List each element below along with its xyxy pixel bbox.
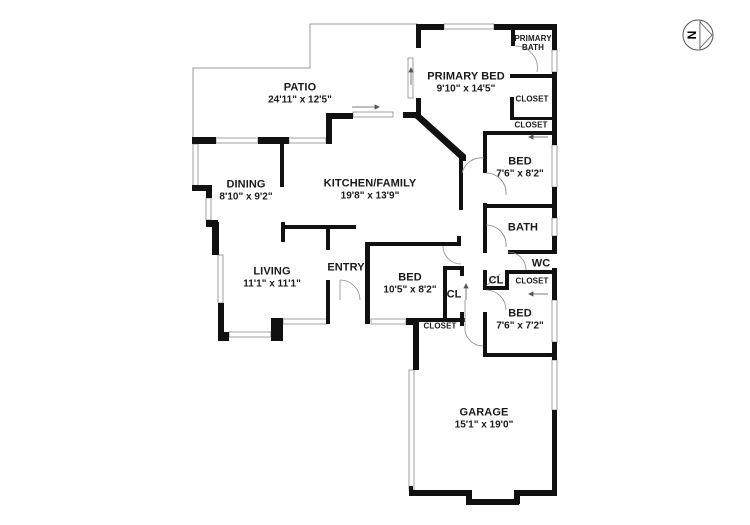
room-name: CL: [446, 288, 462, 301]
room-cl-bed1: CL: [447, 289, 462, 302]
room-name: BED: [398, 271, 422, 284]
room-dimensions: 9'10" x 14'5": [436, 83, 496, 95]
room-cl-hall: CL: [489, 275, 504, 288]
room-closet-bed3: CLOSET: [515, 277, 548, 286]
room-name: LIVING: [253, 265, 291, 278]
sliding-door-arrows: [352, 67, 548, 300]
room-dimensions: 7'6" x 7'2": [496, 320, 544, 332]
room-entry: ENTRY: [327, 262, 364, 275]
room-garage: GARAGE 15'1" x 19'0": [455, 407, 514, 432]
door-swings: [339, 45, 538, 347]
room-name: BATH: [507, 221, 539, 234]
room-primary-bed: PRIMARY BED 9'10" x 14'5": [427, 71, 505, 96]
room-name: PATIO: [283, 81, 317, 94]
room-primary-bath: PRIMARY BATH: [514, 34, 551, 52]
room-name: BED: [508, 155, 532, 168]
room-bed-1: BED 10'5" x 8'2": [383, 272, 436, 297]
room-name: DINING: [226, 178, 266, 191]
room-name: CLOSET: [515, 276, 549, 286]
room-wc: WC: [532, 258, 551, 271]
room-closet-primary-1: CLOSET: [515, 95, 548, 104]
room-kitchen-family: KITCHEN/FAMILY 19'8" x 13'9": [324, 178, 417, 203]
room-closet-primary-2: CLOSET: [514, 121, 547, 130]
room-name: CLOSET: [515, 94, 549, 104]
windows: [192, 23, 558, 491]
room-patio: PATIO 24'11" x 12'5": [268, 82, 332, 107]
room-name: CLOSET: [423, 321, 457, 331]
room-name-line-2: BATH: [521, 43, 545, 52]
room-dimensions: 11'1" x 11'1": [243, 278, 301, 290]
room-dimensions: 15'1" x 19'0": [454, 419, 514, 431]
compass-label: N: [685, 31, 699, 40]
patio-outline: [192, 23, 418, 139]
room-dimensions: 24'11" x 12'5": [268, 94, 332, 106]
room-name: KITCHEN/FAMILY: [323, 177, 417, 190]
room-name: PRIMARY: [514, 34, 552, 43]
room-dining: DINING 8'10" x 9'2": [219, 179, 272, 204]
room-name: ENTRY: [327, 261, 365, 274]
room-name: CLOSET: [514, 120, 548, 130]
room-name: WC: [531, 257, 551, 270]
room-closet-bed1: CLOSET: [423, 322, 456, 331]
room-name: CL: [488, 274, 504, 287]
room-name: BED: [508, 307, 532, 320]
room-bed-2: BED 7'6" x 8'2": [496, 156, 544, 181]
north-arrow-icon: N: [681, 18, 715, 52]
room-bed-3: BED 7'6" x 7'2": [496, 308, 544, 333]
room-name: GARAGE: [459, 406, 509, 419]
room-dimensions: 7'6" x 8'2": [496, 168, 544, 180]
room-bath: BATH: [508, 222, 538, 235]
room-living: LIVING 11'1" x 11'1": [243, 266, 301, 291]
walls: [192, 24, 557, 505]
room-name: PRIMARY BED: [427, 70, 505, 83]
room-dimensions: 19'8" x 13'9": [340, 190, 400, 202]
room-dimensions: 8'10" x 9'2": [219, 191, 273, 203]
room-dimensions: 10'5" x 8'2": [383, 284, 437, 296]
